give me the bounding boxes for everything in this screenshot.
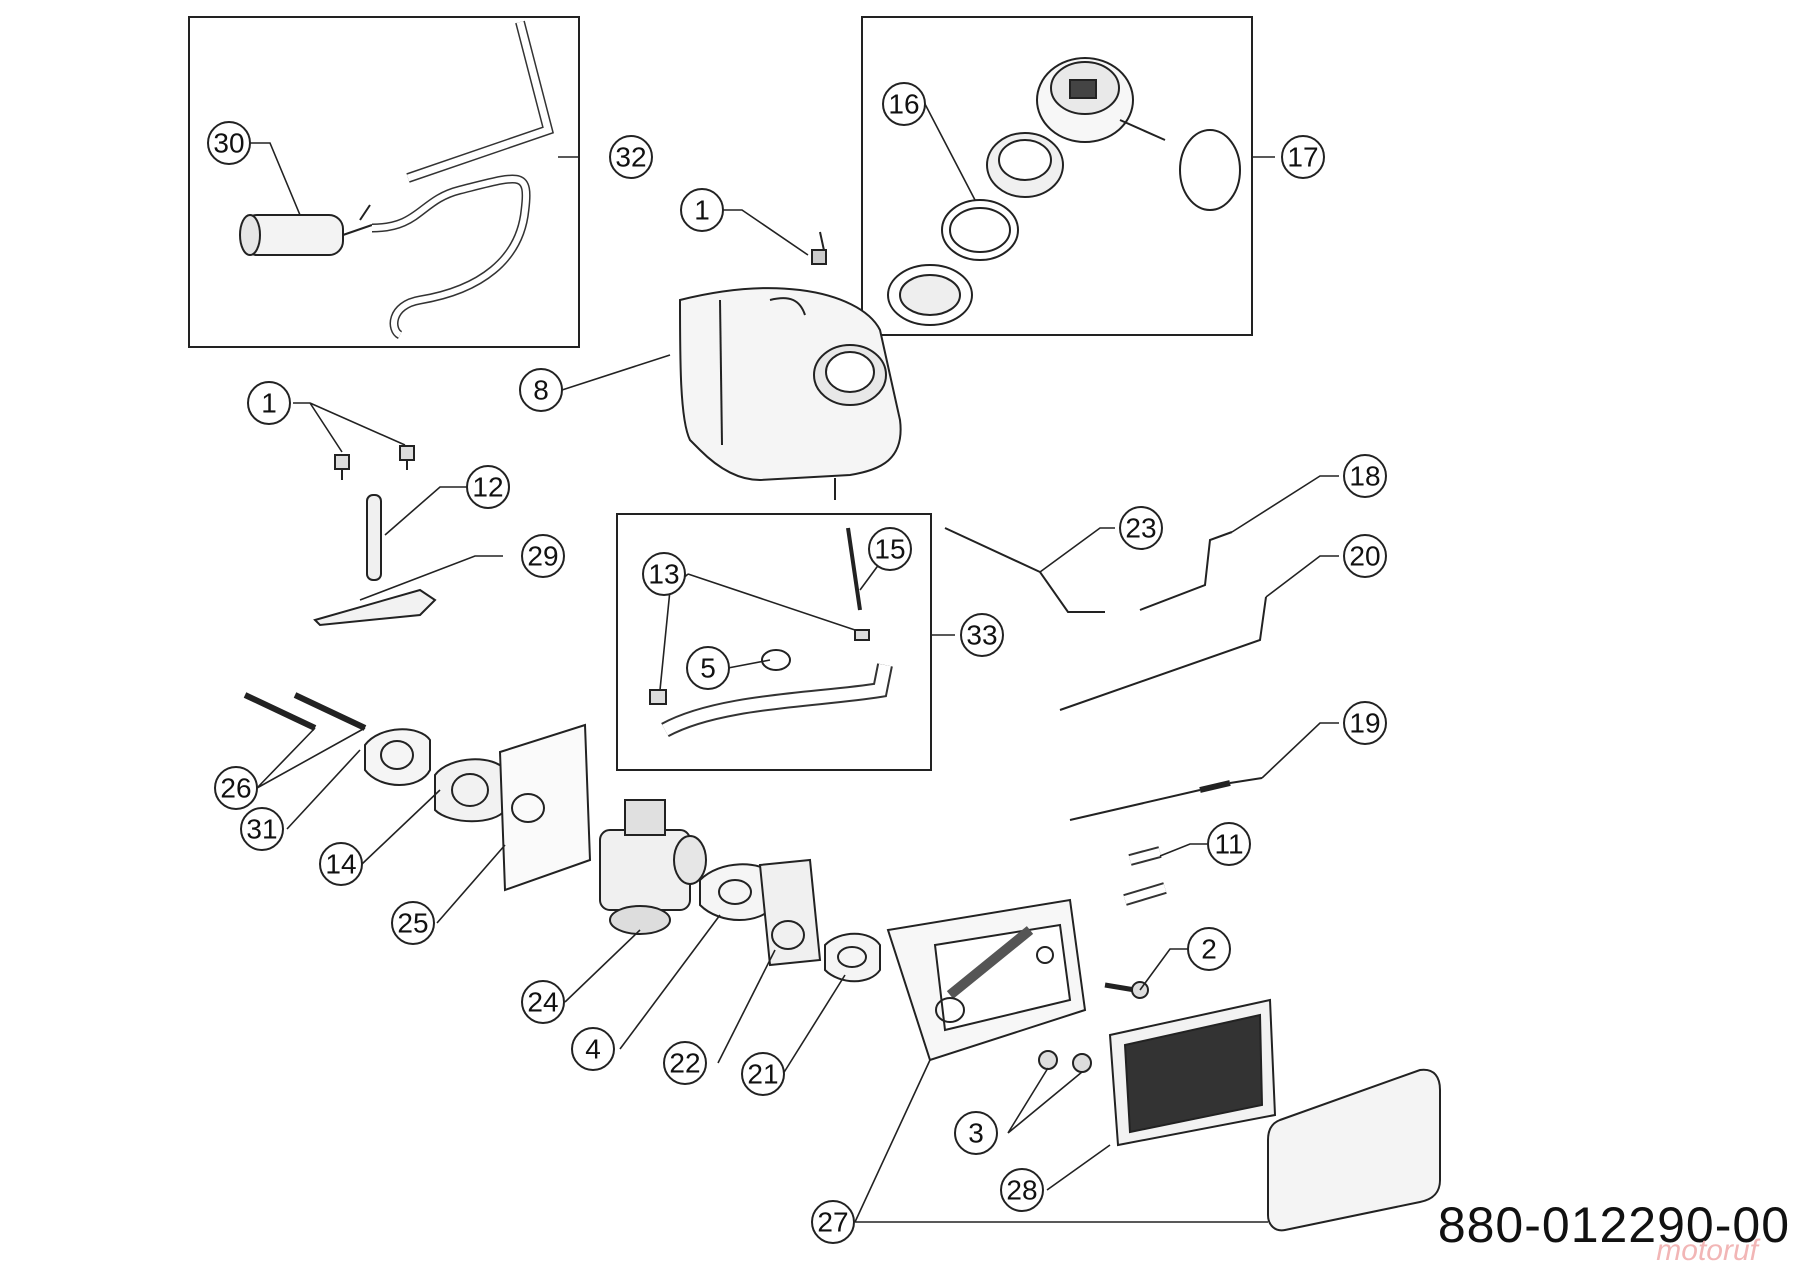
callout-19: 19 (1349, 708, 1380, 739)
callout-3: 3 (968, 1118, 984, 1149)
callout-22: 22 (669, 1048, 700, 1079)
callout-4-bubble (571, 1027, 615, 1071)
callout-28-bubble (1000, 1168, 1044, 1212)
callout-32-bubble (609, 135, 653, 179)
callout-1-left-bubble (247, 381, 291, 425)
callout-23-bubble (1119, 506, 1163, 550)
intake-gaskets (364, 723, 592, 892)
callout-1-top: 1 (694, 195, 710, 226)
callout-26: 26 (220, 773, 251, 804)
bolt-and-nuts (1038, 981, 1149, 1073)
callout-21: 21 (747, 1059, 778, 1090)
carburetor-gaskets (699, 858, 881, 983)
air-cleaner-base (886, 898, 1087, 1062)
linkage-rods (944, 527, 1267, 821)
callout-30: 30 (213, 128, 244, 159)
carburetor (599, 799, 707, 935)
callout-13-bubble (642, 552, 686, 596)
watermark: motoruf (1656, 1234, 1758, 1267)
callout-2: 2 (1201, 934, 1217, 965)
callout-17: 17 (1287, 142, 1318, 173)
callout-25: 25 (397, 908, 428, 939)
callout-1-top-bubble (680, 188, 724, 232)
drawing-number: 880-012290-00 (1437, 1197, 1790, 1253)
fuel-hose-clamps (649, 527, 893, 738)
fuel-hose-group-box (616, 513, 932, 771)
callout-22-bubble (663, 1041, 707, 1085)
breather-tube (1123, 846, 1167, 906)
callout-33-bubble (960, 613, 1004, 657)
callout-8-bubble (519, 368, 563, 412)
callout-20: 20 (1349, 541, 1380, 572)
callout-29-bubble (521, 534, 565, 578)
callout-5: 5 (700, 653, 716, 684)
callout-2-bubble (1187, 927, 1231, 971)
callout-26-bubble (214, 766, 258, 810)
callout-31-bubble (240, 807, 284, 851)
callout-11: 11 (1214, 829, 1243, 860)
callout-27: 27 (817, 1207, 848, 1238)
air-cleaner-cover (1267, 1068, 1441, 1232)
studs (243, 692, 367, 731)
callout-12-bubble (466, 465, 510, 509)
callout-15-bubble (868, 527, 912, 571)
callout-8: 8 (533, 375, 549, 406)
callout-25-bubble (391, 901, 435, 945)
callout-16-bubble (882, 82, 926, 126)
callout-18: 18 (1349, 461, 1380, 492)
bolts (334, 445, 415, 480)
fuel-cap-assembly (887, 57, 1241, 326)
pin-and-bracket (313, 494, 437, 627)
callout-31: 31 (246, 814, 277, 845)
callout-24-bubble (521, 980, 565, 1024)
callout-16: 16 (888, 89, 919, 120)
callout-30-bubble (207, 121, 251, 165)
air-filter-element (1108, 998, 1277, 1147)
callout-14: 14 (325, 849, 356, 880)
callout-19-bubble (1343, 701, 1387, 745)
fuel-filter-hose (239, 20, 555, 340)
fuel-line-group-box (188, 16, 580, 348)
callout-18-bubble (1343, 454, 1387, 498)
callout-11-bubble (1207, 822, 1251, 866)
callout-17-bubble (1281, 135, 1325, 179)
callout-29: 29 (527, 541, 558, 572)
callout-12: 12 (472, 472, 503, 503)
callout-33: 33 (966, 620, 997, 651)
fuel-tank (678, 231, 902, 500)
callout-3-bubble (954, 1111, 998, 1155)
callout-28: 28 (1006, 1175, 1037, 1206)
callout-1-left: 1 (261, 388, 277, 419)
leader-lines (250, 103, 1339, 1223)
callout-4: 4 (585, 1034, 601, 1065)
callout-27-bubble (811, 1200, 855, 1244)
callout-15: 15 (874, 534, 905, 565)
callout-23: 23 (1125, 513, 1156, 544)
fuel-cap-group-box (861, 16, 1253, 336)
callout-13: 13 (648, 559, 679, 590)
callout-21-bubble (741, 1052, 785, 1096)
callout-24: 24 (527, 987, 558, 1018)
callout-14-bubble (319, 842, 363, 886)
callout-20-bubble (1343, 534, 1387, 578)
callout-32: 32 (615, 142, 646, 173)
callout-5-bubble (686, 646, 730, 690)
